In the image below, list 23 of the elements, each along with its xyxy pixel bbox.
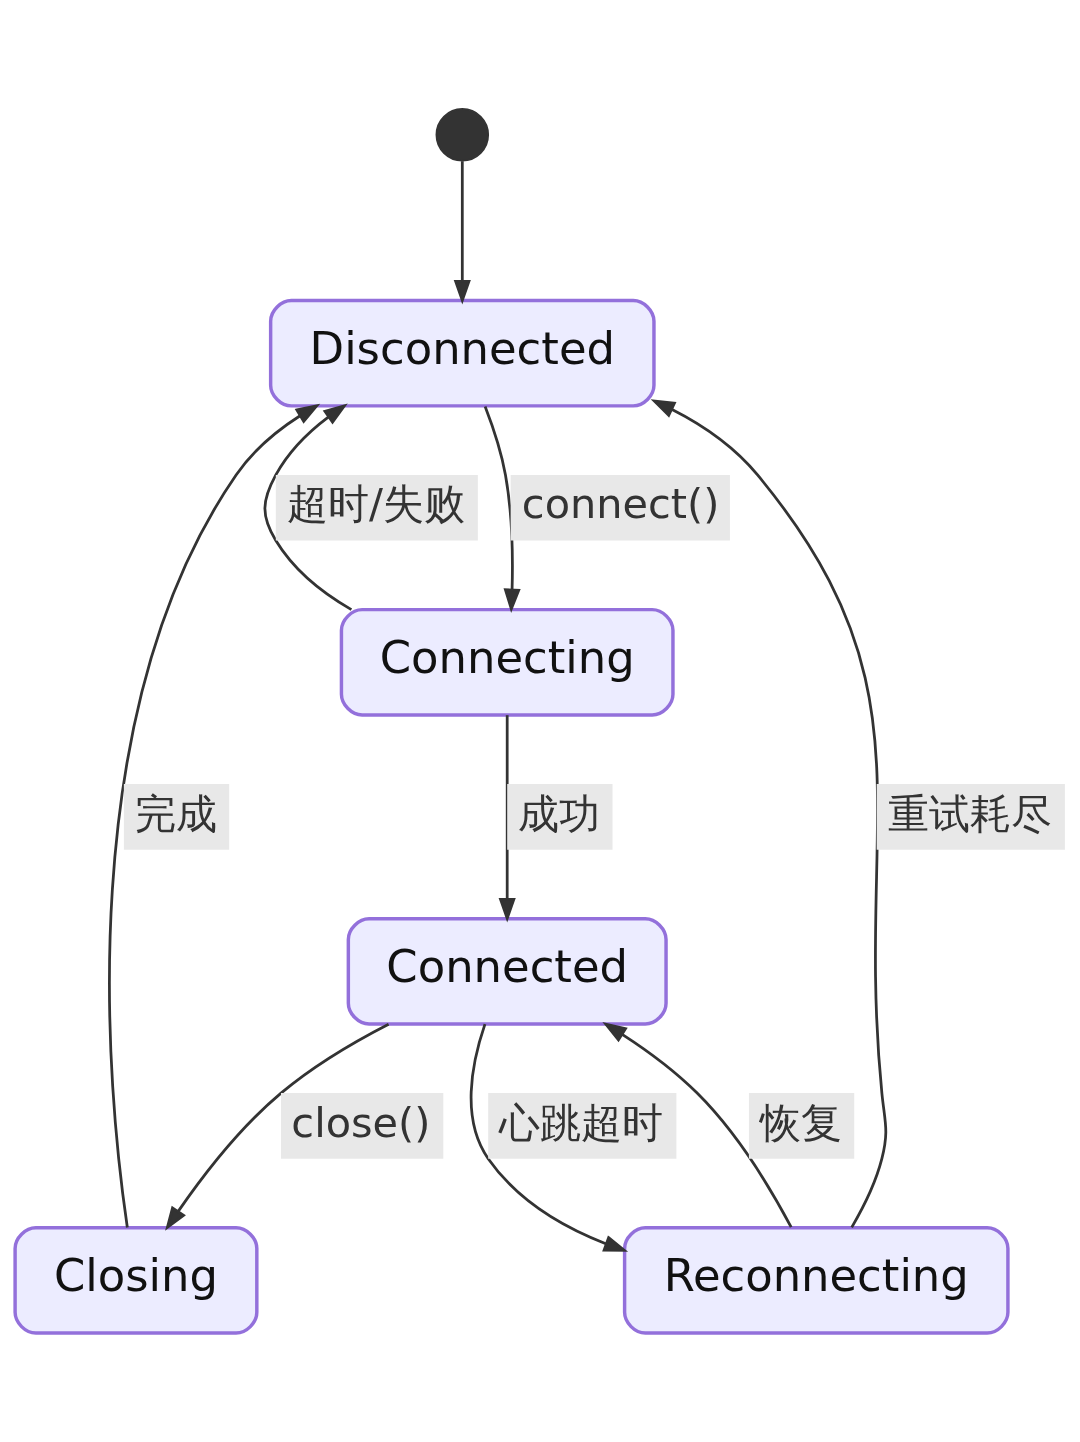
node-box: Closing — [13, 1226, 259, 1335]
node-box: Connecting — [339, 607, 675, 717]
arrow — [602, 1022, 793, 1228]
arrow — [165, 1022, 390, 1231]
arrow — [263, 403, 353, 611]
edge-label: 恢复 — [760, 1098, 843, 1147]
arrow — [108, 403, 321, 1228]
edge-label: 心跳超时 — [499, 1098, 664, 1147]
arrow — [650, 399, 888, 1229]
arrow — [498, 715, 516, 923]
edge-label: 完成 — [135, 789, 218, 838]
node-box: Connected — [346, 916, 668, 1026]
arrow — [469, 1023, 629, 1252]
node-circle — [435, 108, 490, 162]
edge-label: 超时/失败 — [287, 480, 466, 529]
node-box: Disconnected — [268, 298, 656, 408]
arrow — [483, 406, 521, 614]
node-box: Reconnecting — [622, 1226, 1010, 1335]
edge-label: 重试耗尽 — [887, 789, 1052, 838]
arrow — [453, 161, 471, 305]
edge-label: 成功 — [518, 789, 601, 838]
edge-label: close() — [291, 1098, 431, 1147]
edge-label: connect() — [521, 480, 720, 529]
